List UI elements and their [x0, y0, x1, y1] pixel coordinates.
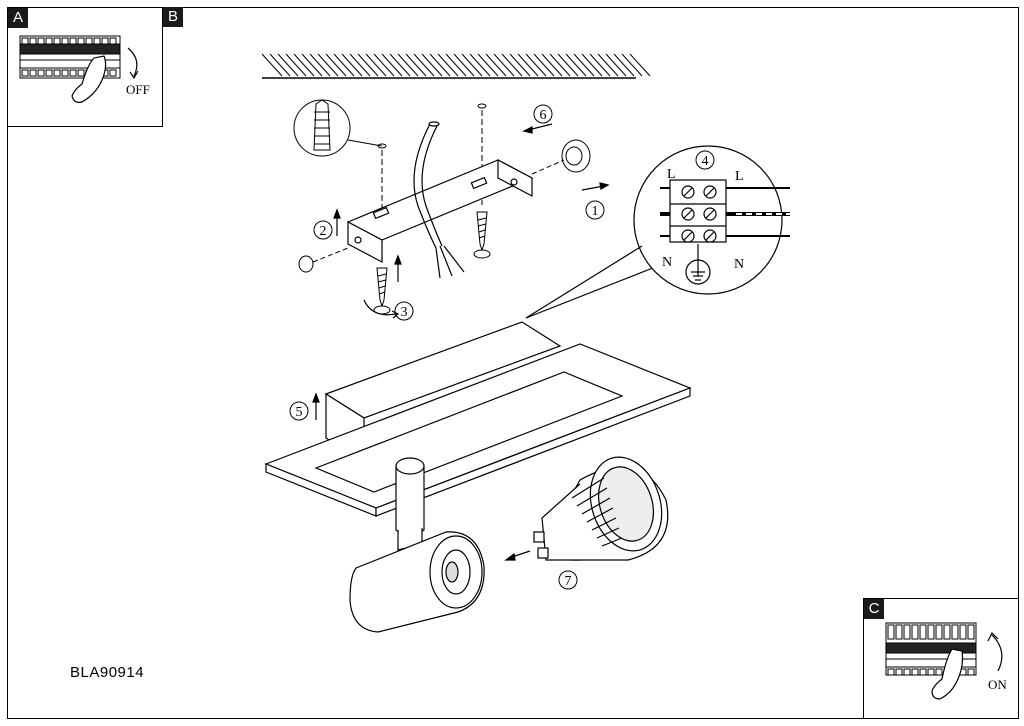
mains-cable	[413, 121, 465, 279]
live-label-left: L	[667, 167, 676, 182]
instruction-sheet-frame	[7, 7, 1019, 719]
step-6: 6	[540, 108, 547, 123]
step-3: 3	[401, 305, 408, 320]
live-label-right: L	[735, 169, 744, 184]
panel-a-switch-off: A OFF	[7, 7, 163, 127]
side-screw-left	[298, 247, 349, 273]
fuse-box-off-illustration	[19, 35, 139, 103]
panel-c-switch-on: C ON	[863, 598, 1019, 719]
terminal-block-callout	[525, 145, 790, 319]
panel-a-tag: A	[8, 8, 28, 28]
switch-on-label: ON	[988, 677, 1007, 692]
spotlight-head	[349, 457, 485, 633]
step-1: 1	[592, 204, 599, 219]
ceiling-screw-left	[373, 267, 391, 315]
neutral-label-left: N	[662, 255, 672, 270]
step-4: 4	[702, 154, 709, 169]
step-2: 2	[320, 224, 327, 239]
model-code: BLA90914	[70, 664, 145, 681]
wall-plug-callout	[293, 99, 383, 157]
fuse-box-on-illustration	[885, 622, 1003, 700]
ceiling-screw-right	[473, 211, 491, 259]
neutral-label-right: N	[734, 257, 744, 272]
step-7: 7	[565, 574, 572, 589]
panel-b-tag: B	[163, 7, 183, 27]
ceiling-canopy	[264, 261, 692, 517]
step-markers	[289, 104, 715, 590]
gu10-bulb	[533, 456, 669, 561]
ceiling-surface	[261, 53, 651, 79]
switch-off-label: OFF	[126, 82, 150, 97]
mounting-bracket	[346, 159, 534, 263]
side-screw-right	[531, 139, 591, 175]
step-5: 5	[296, 405, 303, 420]
panel-c-tag: C	[864, 599, 884, 619]
